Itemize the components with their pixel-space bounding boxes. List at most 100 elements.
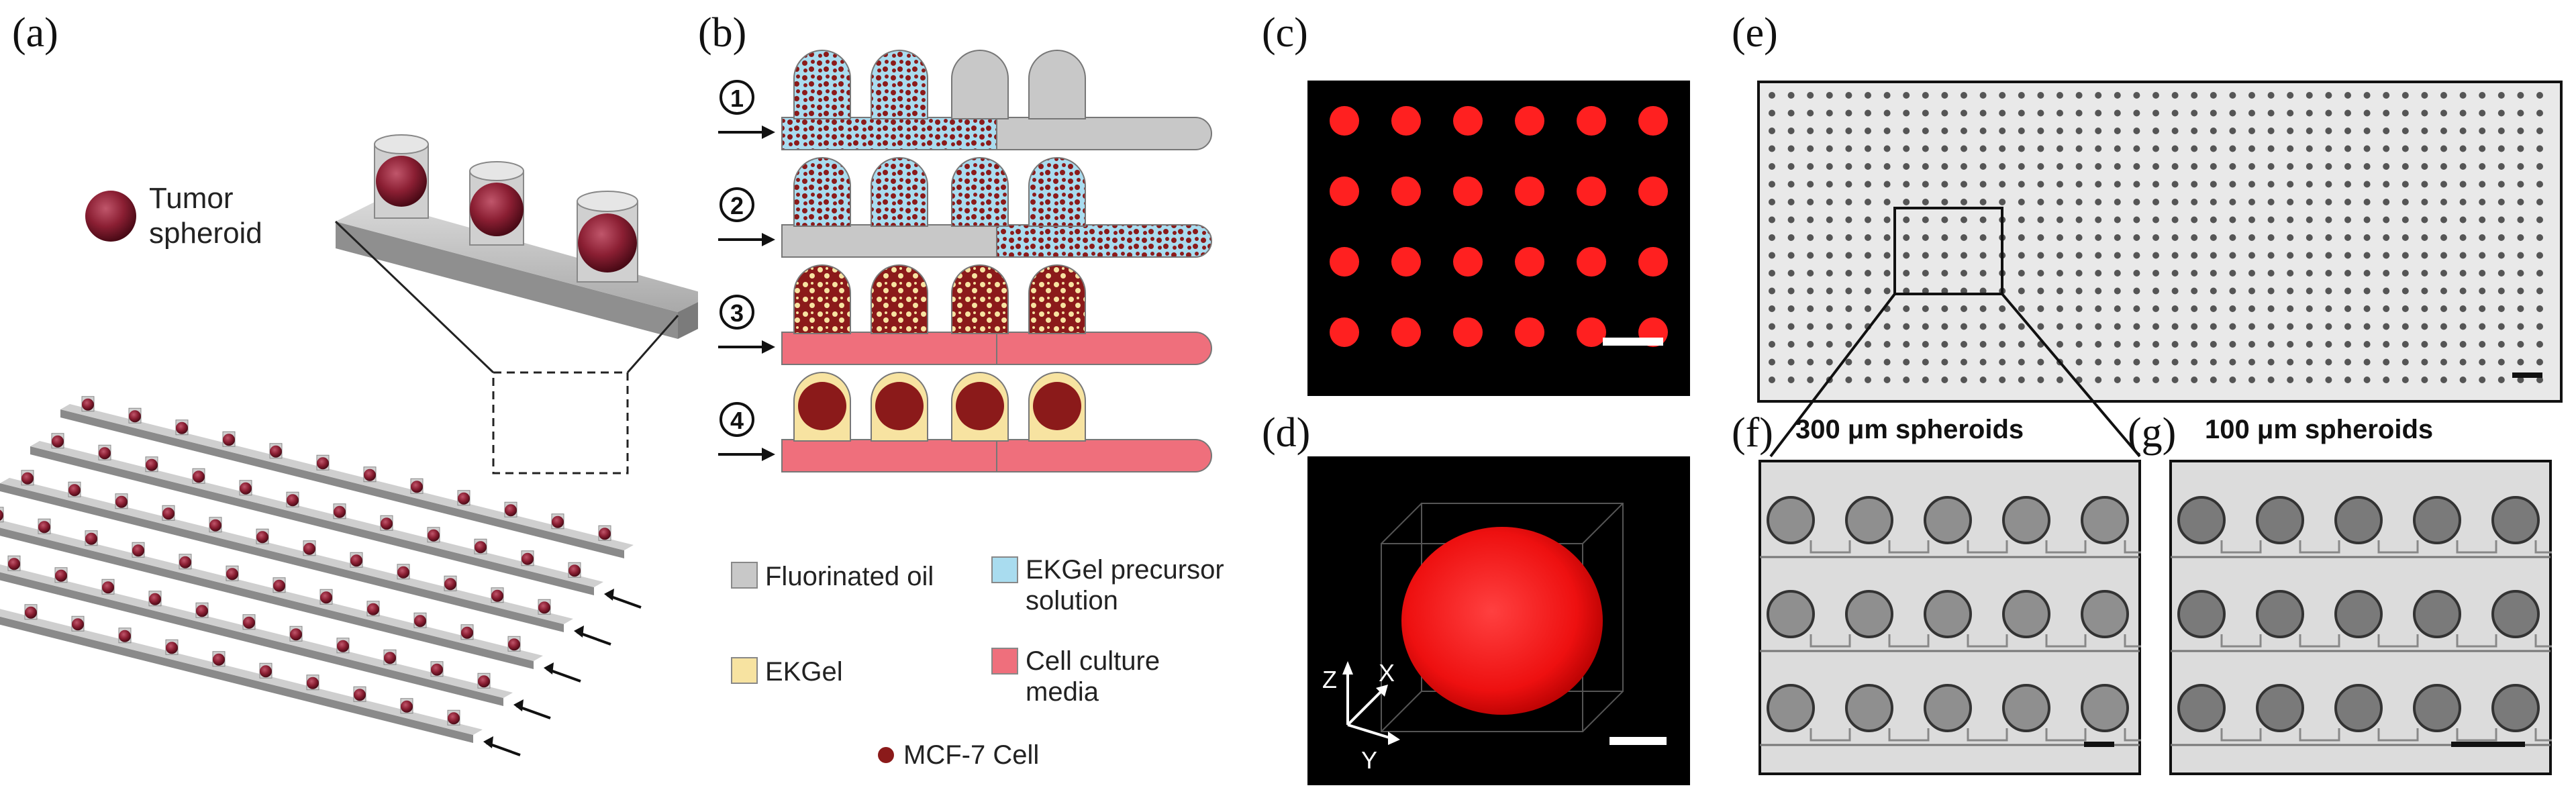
process-step: 3 bbox=[718, 264, 1212, 365]
array-spot bbox=[2325, 305, 2332, 312]
array-spot bbox=[2057, 341, 2063, 348]
array-spot bbox=[2401, 341, 2409, 348]
array-spot bbox=[2037, 377, 2044, 383]
array-spot bbox=[2401, 270, 2409, 277]
array-spot bbox=[1922, 377, 1929, 383]
array-spot bbox=[2191, 128, 2198, 134]
array-spot bbox=[2497, 128, 2505, 134]
array-spot bbox=[2152, 323, 2159, 330]
array-spot bbox=[2497, 92, 2505, 99]
array-spot bbox=[2171, 163, 2179, 170]
array-spot bbox=[2018, 163, 2025, 170]
array-spot bbox=[2095, 181, 2102, 188]
scale-bar-f bbox=[2084, 742, 2114, 747]
array-spot bbox=[1845, 287, 1852, 295]
array-spot bbox=[2152, 145, 2159, 152]
mini-spheroid bbox=[522, 552, 534, 565]
array-spot bbox=[2479, 181, 2486, 188]
array-spot bbox=[2210, 234, 2217, 241]
array-spot bbox=[2152, 287, 2159, 295]
array-spot bbox=[2536, 323, 2543, 330]
array-spot bbox=[2325, 145, 2332, 152]
array-spot bbox=[2114, 305, 2121, 312]
array-spot bbox=[1903, 181, 1910, 188]
mini-spheroid bbox=[99, 447, 111, 460]
array-spot bbox=[2383, 305, 2390, 312]
array-spot bbox=[2517, 163, 2524, 170]
array-spot bbox=[2440, 287, 2447, 295]
array-rail bbox=[0, 470, 611, 646]
mini-spheroid bbox=[240, 482, 252, 495]
array-spot bbox=[2401, 216, 2409, 223]
array-spot bbox=[2306, 377, 2313, 383]
array-spot bbox=[2401, 181, 2409, 188]
mini-spheroid bbox=[538, 601, 550, 614]
array-spot bbox=[1769, 128, 1775, 134]
array-spot bbox=[1883, 199, 1891, 205]
array-spot bbox=[1807, 163, 1814, 170]
array-spot bbox=[2210, 92, 2217, 99]
array-spot bbox=[2037, 145, 2044, 152]
array-spot bbox=[2401, 199, 2409, 205]
array-spot bbox=[2095, 128, 2102, 134]
array-spot bbox=[2363, 109, 2371, 117]
array-spot bbox=[1807, 145, 1814, 152]
mini-spheroid bbox=[367, 603, 379, 615]
well-spheroid bbox=[1767, 684, 1815, 732]
array-spot bbox=[2440, 252, 2447, 259]
array-spot bbox=[2440, 181, 2447, 188]
spheroid-dot bbox=[1515, 106, 1544, 136]
legend-media-swatch bbox=[991, 648, 1018, 675]
array-spot bbox=[1979, 377, 1987, 383]
mini-spheroid bbox=[38, 521, 50, 534]
mini-spheroid bbox=[115, 495, 128, 508]
array-spot bbox=[2171, 181, 2179, 188]
array-spot bbox=[2287, 181, 2294, 188]
microwell bbox=[871, 264, 928, 334]
array-spot bbox=[2363, 270, 2371, 277]
array-spot bbox=[2497, 145, 2505, 152]
microwell bbox=[951, 264, 1009, 334]
array-spot bbox=[1961, 305, 1967, 312]
array-spot bbox=[2114, 270, 2121, 277]
array-spot bbox=[2479, 341, 2486, 348]
panel-f-title: 300 μm spheroids bbox=[1795, 415, 2024, 444]
mini-spheroid bbox=[505, 504, 517, 517]
mini-spheroid bbox=[444, 578, 456, 591]
array-spot bbox=[1787, 252, 1795, 259]
array-spot bbox=[2363, 234, 2371, 241]
scale-bar-d bbox=[1609, 737, 1667, 745]
array-spot bbox=[2114, 287, 2121, 295]
array-spot bbox=[1826, 163, 1833, 170]
array-spot bbox=[1922, 358, 1929, 366]
array-spot bbox=[2075, 234, 2083, 241]
mini-spheroid bbox=[176, 421, 188, 434]
array-spot bbox=[2325, 109, 2332, 117]
array-spot bbox=[2383, 287, 2390, 295]
process-step: 4 bbox=[718, 372, 1212, 472]
array-spot bbox=[2057, 109, 2063, 117]
array-spot bbox=[2152, 109, 2159, 117]
array-spot bbox=[1787, 358, 1795, 366]
array-spot bbox=[2152, 377, 2159, 383]
array-spot bbox=[1865, 358, 1871, 366]
array-spot bbox=[2267, 145, 2275, 152]
array-spot bbox=[1845, 305, 1852, 312]
array-spot bbox=[1979, 252, 1987, 259]
array-spot bbox=[2421, 377, 2428, 383]
array-spot bbox=[2497, 163, 2505, 170]
array-spot bbox=[1826, 270, 1833, 277]
array-spot bbox=[2133, 109, 2140, 117]
array-spot bbox=[1979, 199, 1987, 205]
array-spot bbox=[2306, 92, 2313, 99]
array-spot bbox=[2171, 234, 2179, 241]
array-spot bbox=[2479, 92, 2486, 99]
array-spot bbox=[1999, 377, 2006, 383]
array-spot bbox=[1807, 252, 1814, 259]
array-spot bbox=[1787, 234, 1795, 241]
array-spot bbox=[2075, 341, 2083, 348]
array-spot bbox=[2152, 234, 2159, 241]
array-spot bbox=[2075, 305, 2083, 312]
array-spot bbox=[2517, 234, 2524, 241]
array-spot bbox=[1922, 234, 1929, 241]
